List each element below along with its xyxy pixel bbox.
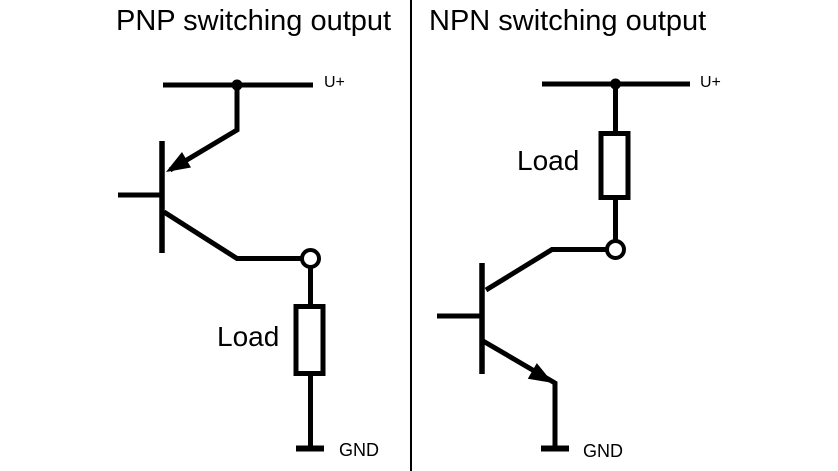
npn-emitter-wire: [481, 338, 558, 448]
npn-output-terminal-circle: [605, 239, 626, 260]
pnp-collector-wire: [162, 209, 302, 261]
npn-supply-label: U+: [700, 74, 721, 91]
npn-ground-label: GND: [583, 441, 623, 461]
pnp-ground-label: GND: [339, 440, 379, 460]
pnp-emitter-wire: [168, 85, 240, 173]
pnp-load-label: Load: [217, 321, 280, 352]
pnp-supply-label: U+: [324, 74, 345, 91]
npn-collector-wire: [484, 247, 607, 293]
npn-panel-title: NPN switching output: [429, 5, 707, 37]
npn-load-label: Load: [517, 145, 580, 176]
pnp-output-terminal-circle: [300, 248, 321, 269]
npn-circuit: [437, 78, 690, 452]
npn-load-resistor: [598, 131, 631, 200]
pnp-load-resistor: [293, 304, 326, 376]
pnp-emitter-arrow-icon: [166, 152, 191, 172]
pnp-panel-title: PNP switching output: [116, 5, 392, 37]
pnp-circuit: [118, 79, 326, 452]
npn-emitter-arrow-icon: [527, 363, 553, 383]
